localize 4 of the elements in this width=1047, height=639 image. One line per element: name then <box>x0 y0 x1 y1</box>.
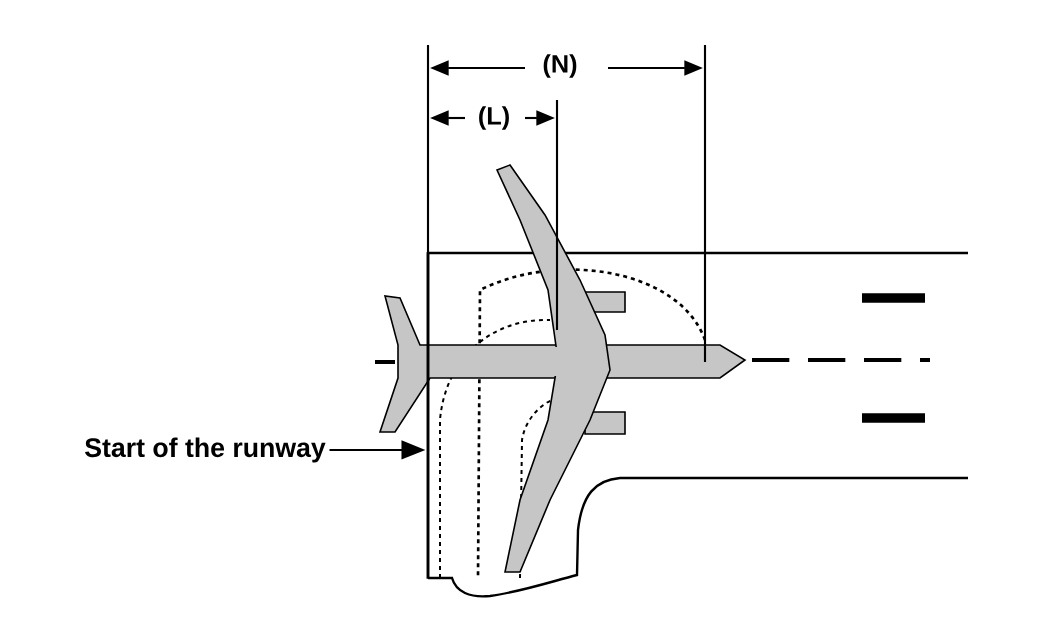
dimension-label: (N) <box>543 54 577 78</box>
callout-text: Start of the runway <box>85 437 326 463</box>
runway-edge <box>426 252 430 579</box>
dimension-label: (L) <box>479 106 509 130</box>
